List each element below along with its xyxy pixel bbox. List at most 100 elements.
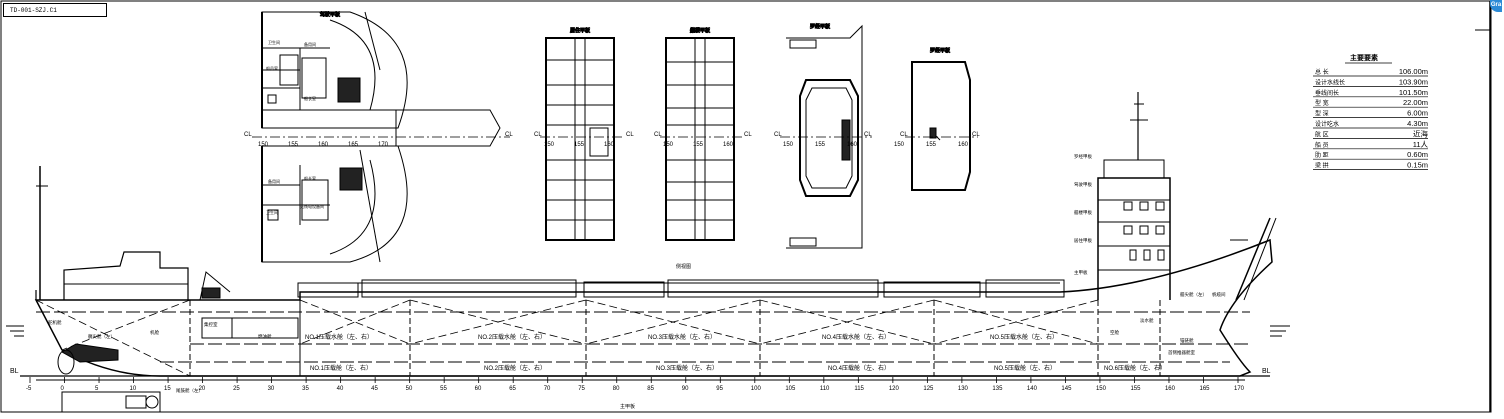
svg-text:艉尖舱（左）: 艉尖舱（左） <box>88 333 115 340</box>
drawing-number: TD-001-SZJ.C1 <box>3 3 107 17</box>
ballast-tank-label: NO.1压载水舱（左、右） <box>305 333 373 341</box>
particular-label: 船 员 <box>1315 141 1329 149</box>
particulars-title: 主要要素 <box>1350 53 1378 62</box>
svg-text:艏楼甲板: 艏楼甲板 <box>1074 209 1092 216</box>
hull-outline <box>34 238 1273 377</box>
svg-text:舵机舱: 舵机舱 <box>48 319 62 326</box>
plan-view-compass-a: 罗经甲板 <box>786 23 863 249</box>
particular-value: 11人 <box>1413 140 1429 149</box>
frame-tick-label: 30 <box>268 386 275 392</box>
svg-text:燃油舱: 燃油舱 <box>258 333 272 340</box>
particular-value: 0.15m <box>1407 161 1428 170</box>
svg-text:CL: CL <box>626 132 634 138</box>
plan-tick-label: 150 <box>544 142 555 148</box>
frame-tick-label: 100 <box>751 386 762 392</box>
hold-labels: NO.1压载水舱（左、右）NO.1压载舱（左、右）NO.2压载水舱（左、右）NO… <box>305 333 1166 372</box>
particular-value: 106.00m <box>1399 67 1428 76</box>
frame-tick-label: 10 <box>130 386 137 392</box>
particular-label: 航 区 <box>1315 130 1329 138</box>
frame-tick-label: 130 <box>958 386 969 392</box>
profile-labels: BL BL 侧视图 主甲板 舵机舱 机舱 集控室 燃油舱 空舱 淡水舱 艏尖舱（… <box>10 153 1271 410</box>
ballast-tank-label: NO.4压载水舱（左、右） <box>822 333 890 341</box>
frame-tick-label: 80 <box>613 386 620 392</box>
profile-view <box>6 92 1290 413</box>
svg-text:备用间: 备用间 <box>304 41 316 47</box>
frame-tick-label: 140 <box>1027 386 1038 392</box>
frame-tick-label: 85 <box>647 386 654 392</box>
frame-tick-label: 120 <box>889 386 900 392</box>
svg-text:锚链舱: 锚链舱 <box>1180 337 1194 344</box>
frame-tick-label: 125 <box>923 386 934 392</box>
ballast-hold-label: NO.4压载舱（左、右） <box>828 364 890 372</box>
plan-tick-label: 160 <box>958 142 969 148</box>
svg-text:CL: CL <box>534 132 542 138</box>
frame-tick-label: 105 <box>785 386 796 392</box>
frame-tick-label: -5 <box>26 386 32 392</box>
plan-tick-label: 155 <box>574 142 585 148</box>
plan-view-accommodation: 居住甲板 <box>545 27 615 241</box>
frame-tick-label: 70 <box>544 386 551 392</box>
frame-tick-label: 65 <box>509 386 516 392</box>
plan-view-compass-b: 罗经甲板 <box>911 47 971 191</box>
frame-tick-label: 115 <box>854 386 864 392</box>
particular-label: 垂线间长 <box>1315 89 1339 97</box>
plan-labels-bridge: 卫生间备用间 船员室船长室 备用间船长室 无线电设备间卫生间 <box>266 39 324 215</box>
frame-tick-label: 150 <box>1096 386 1107 392</box>
frame-tick-label: 145 <box>1061 386 1072 392</box>
frame-tick-label: 40 <box>337 386 344 392</box>
hatch-title: 侧视图 <box>676 263 691 270</box>
svg-text:CL: CL <box>744 132 752 138</box>
frame-tick-label: 160 <box>1165 386 1176 392</box>
particular-value: 4.30m <box>1407 119 1428 128</box>
plan-tick-label: 155 <box>926 142 937 148</box>
plan-tick-label: 160 <box>604 142 615 148</box>
particular-label: 型 深 <box>1315 110 1329 118</box>
svg-text:无线电设备间: 无线电设备间 <box>300 203 324 209</box>
svg-text:帆缆间: 帆缆间 <box>1212 291 1226 298</box>
ballast-hold-label: NO.6压载舱（左、右） <box>1104 364 1166 372</box>
ballast-tank-label: NO.3压载水舱（左、右） <box>648 333 716 341</box>
particular-label: 肋 距 <box>1315 151 1329 159</box>
plan-title-compass-b: 罗经甲板 <box>930 47 950 54</box>
plan-tick-label: 160 <box>723 142 734 148</box>
plan-tick-label: 165 <box>348 142 359 148</box>
svg-text:罗经甲板: 罗经甲板 <box>1074 153 1092 160</box>
frame-tick-label: 20 <box>199 386 206 392</box>
svg-text:机舱: 机舱 <box>150 329 159 336</box>
ballast-hold-label: NO.3压载舱（左、右） <box>656 364 718 372</box>
sheet-border <box>0 0 1492 413</box>
frame-tick-label: 110 <box>820 386 830 392</box>
svg-text:CL: CL <box>972 132 980 138</box>
frame-tick-label: 135 <box>992 386 1003 392</box>
svg-text:淡水舱: 淡水舱 <box>1140 317 1154 324</box>
svg-text:主甲板: 主甲板 <box>1074 269 1088 276</box>
frame-tick-label: 170 <box>1234 386 1245 392</box>
plan-tick-label: 150 <box>783 142 794 148</box>
frame-tick-label: 25 <box>233 386 240 392</box>
ballast-tank-label: NO.5压载水舱（左、右） <box>990 333 1058 341</box>
detail-label: 尾鼓舱（左） <box>176 387 203 394</box>
particular-value: 101.50m <box>1399 88 1428 97</box>
plan-tick-label: 160 <box>318 142 329 148</box>
bl-label-fore: BL <box>1262 368 1271 375</box>
particular-label: 设计水线长 <box>1315 78 1345 86</box>
svg-text:CL: CL <box>244 132 252 138</box>
svg-text:船长室: 船长室 <box>304 95 316 101</box>
plan-tick-label: 155 <box>815 142 826 148</box>
frame-tick-label: 55 <box>440 386 447 392</box>
svg-text:船员室: 船员室 <box>266 65 278 71</box>
particular-label: 梁 拱 <box>1315 162 1329 170</box>
ballast-hold-label: NO.5压载舱（左、右） <box>994 364 1056 372</box>
plan-title-bridge: 驾驶甲板 <box>320 11 340 18</box>
plan-title-compass-a: 罗经甲板 <box>810 23 830 30</box>
frame-tick-label: 15 <box>164 386 171 392</box>
particular-value: 6.00m <box>1407 109 1428 118</box>
frame-tick-label: 75 <box>578 386 585 392</box>
plan-view-bridge: 驾驶甲板 <box>261 11 501 263</box>
particular-label: 型 宽 <box>1315 99 1329 107</box>
frame-tick-label: 0 <box>61 386 65 392</box>
cl-labels: CL CL CL CL CL CL CL CL CL CL <box>244 132 980 138</box>
frame-tick-label: 155 <box>1130 386 1141 392</box>
